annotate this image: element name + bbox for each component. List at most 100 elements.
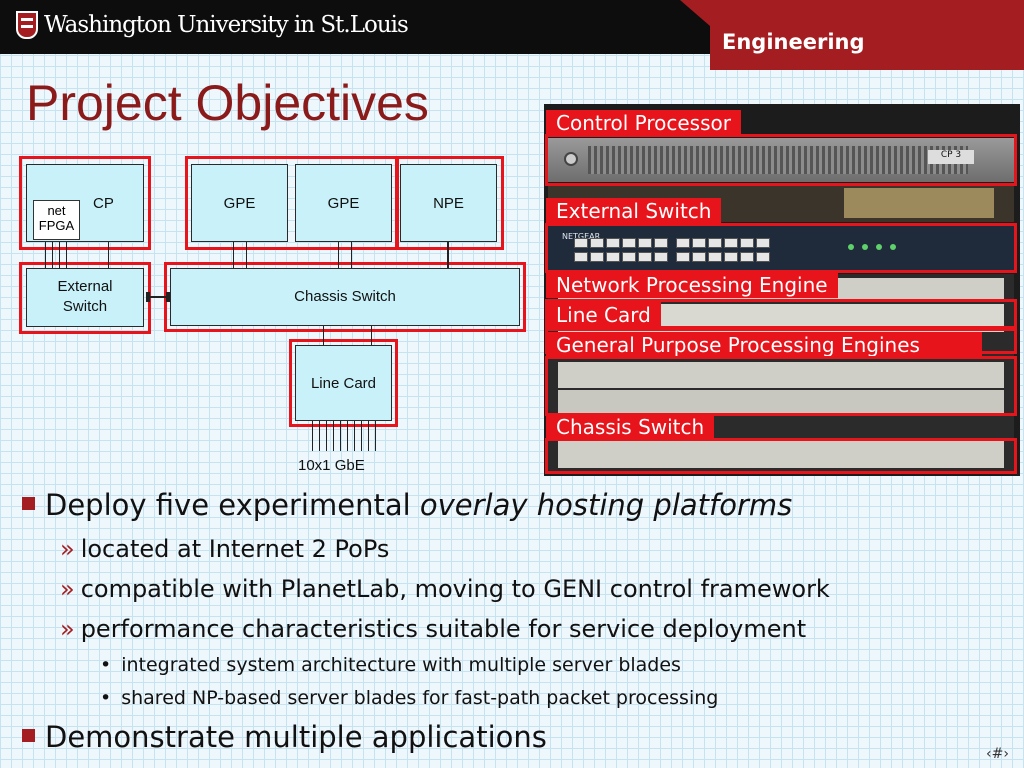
switch-port-icon [654, 252, 668, 262]
gpe-link [351, 242, 352, 268]
switch-port-icon [654, 238, 668, 248]
bullet-dot-icon: • [100, 654, 112, 676]
gbe-link [319, 421, 320, 451]
gbe-link [354, 421, 355, 451]
switch-port-icon [676, 238, 690, 248]
blade-gpe-2 [558, 390, 1004, 416]
fpga-link [66, 242, 67, 268]
bullet-shared-np: •shared NP-based server blades for fast-… [100, 687, 718, 709]
external-switch-box: External Switch [26, 268, 144, 327]
gpe-label-1: GPE [223, 195, 256, 212]
fpga-link [45, 242, 46, 268]
photo-highlight-chassis-switch [545, 438, 1017, 474]
bullet-dot-icon: • [100, 687, 112, 709]
bullet-performance-text: performance characteristics suitable for… [80, 615, 807, 643]
gpe-box-2: GPE [295, 164, 392, 242]
gpe-link [338, 242, 339, 268]
bullet-deploy: Deploy five experimental overlay hosting… [22, 488, 792, 522]
switch-port-icon [574, 238, 588, 248]
net-fpga-box: net FPGA [33, 200, 80, 240]
bullet-raquo-icon: » [60, 535, 75, 563]
external-switch-label: External Switch [57, 278, 113, 315]
switch-port-icon [724, 252, 738, 262]
switch-port-icon [590, 238, 604, 248]
gpe-box-1: GPE [191, 164, 288, 242]
bullet-internet2: »located at Internet 2 PoPs [60, 535, 389, 563]
label-external-switch: External Switch [546, 198, 722, 224]
switch-port-icon [740, 252, 754, 262]
switch-port-icon [622, 238, 636, 248]
npe-link [447, 242, 449, 268]
gbe-link [312, 421, 313, 451]
bullet-integrated-text: integrated system architecture with mult… [121, 654, 681, 676]
power-button-icon [564, 152, 578, 166]
fpga-link [59, 242, 60, 268]
photo-highlight-cp [545, 134, 1017, 186]
switch-port-icon [622, 252, 636, 262]
ext-chassis-arrow-right [166, 292, 170, 302]
cp-tag: CP 3 [928, 150, 974, 164]
blade-chassis-switch [558, 438, 1004, 468]
blade-gpe-1 [558, 362, 1004, 388]
bullet-performance: »performance characteristics suitable fo… [60, 615, 806, 643]
slide-number: ‹#› [986, 746, 1009, 762]
chassis-switch-label: Chassis Switch [294, 288, 396, 305]
bullet-internet2-text: located at Internet 2 PoPs [80, 535, 390, 563]
architecture-diagram: CP net FPGA GPE GPE NPE External Switch … [0, 0, 544, 480]
label-network-processing-engine: Network Processing Engine [546, 272, 838, 298]
cp-switch-link [108, 242, 109, 268]
npe-box: NPE [400, 164, 497, 242]
label-gpe: General Purpose Processing Engines [546, 332, 982, 356]
switch-port-icon [590, 252, 604, 262]
server-grille [588, 146, 968, 174]
slide-header: Washington University in St.Louis Engine… [0, 0, 1024, 70]
photo-highlight-gpe [545, 356, 1017, 416]
cp-label: CP [93, 195, 114, 212]
highlight-cp [19, 156, 151, 250]
bullet-raquo-icon: » [60, 615, 75, 643]
bullet-raquo-icon: » [60, 575, 75, 603]
switch-port-icon [692, 238, 706, 248]
gpe-label-2: GPE [327, 195, 360, 212]
chassis-switch-box: Chassis Switch [170, 268, 520, 326]
gbe-links-label: 10x1 GbE [298, 457, 365, 474]
bullet-deploy-emphasis: overlay hosting platforms [419, 488, 793, 522]
bullet-demonstrate: Demonstrate multiple applications [22, 720, 547, 754]
external-switch-unit: NETGEAR [548, 226, 1014, 270]
switch-port-icon [638, 252, 652, 262]
bullet-square-icon [22, 497, 35, 510]
bullet-demonstrate-text: Demonstrate multiple applications [45, 720, 547, 754]
label-control-processor: Control Processor [546, 110, 741, 136]
gpe-link [246, 242, 247, 268]
engineering-tab [680, 0, 1024, 70]
label-line-card: Line Card [546, 302, 661, 328]
ext-chassis-link [146, 296, 170, 298]
switch-port-icon [756, 252, 770, 262]
gbe-link [368, 421, 369, 451]
switch-port-icon [708, 252, 722, 262]
highlight-npe [395, 156, 504, 250]
gbe-link [333, 421, 334, 451]
gbe-link [361, 421, 362, 451]
bullet-integrated: • integrated system architecture with mul… [100, 654, 681, 676]
status-led-icon [848, 244, 854, 250]
gpe-link [233, 242, 234, 268]
status-led-icon [862, 244, 868, 250]
status-led-icon [876, 244, 882, 250]
university-crest-icon [16, 11, 38, 39]
ext-chassis-arrow-left [146, 292, 150, 302]
switch-port-icon [606, 238, 620, 248]
gbe-link [347, 421, 348, 451]
gbe-link [340, 421, 341, 451]
line-card-box: Line Card [295, 345, 392, 421]
chassis-linecard-link-1 [323, 326, 324, 345]
highlight-line-card [289, 339, 398, 427]
bullet-planetlab: »compatible with PlanetLab, moving to GE… [60, 575, 830, 603]
fpga-link [52, 242, 53, 268]
switch-port-icon [574, 252, 588, 262]
switch-port-icon [676, 252, 690, 262]
chassis-linecard-link-2 [371, 326, 372, 345]
control-processor-unit: CP 3 [548, 138, 1014, 182]
university-name: Washington University in St.Louis [44, 12, 409, 38]
switch-port-icon [606, 252, 620, 262]
